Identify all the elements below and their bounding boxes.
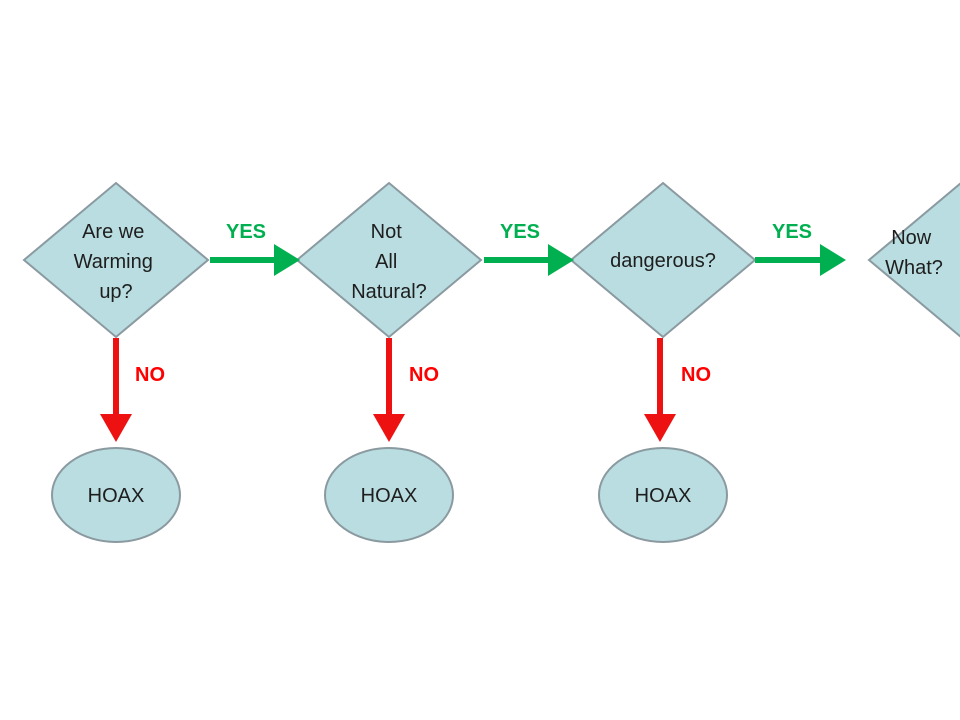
decision-text: Now What?: [885, 227, 943, 279]
decision-text: Not All Natural?: [351, 221, 427, 303]
outcome-label: HOAX: [635, 485, 692, 507]
decision-line: up?: [99, 281, 132, 303]
outcome-hoax-3: HOAX: [598, 447, 728, 543]
yes-label: YES: [226, 221, 266, 243]
outcome-hoax-2: HOAX: [324, 447, 454, 543]
decision-warming: Are we Warming up?: [22, 181, 210, 339]
outcome-label: HOAX: [361, 485, 418, 507]
decision-line: Natural?: [351, 281, 427, 303]
yes-label: YES: [500, 221, 540, 243]
no-arrow-1: [100, 338, 132, 442]
decision-diamond: [22, 181, 210, 339]
decision-line: Warming: [74, 251, 153, 273]
no-arrow-2: [373, 338, 405, 442]
decision-line: What?: [885, 257, 943, 279]
decision-natural: Not All Natural?: [295, 181, 483, 339]
no-label: NO: [409, 364, 439, 386]
decision-line: Are we: [82, 221, 144, 243]
decision-now-what: Now What?: [867, 182, 960, 338]
decision-diamond: [867, 182, 960, 338]
decision-diamond: [295, 181, 483, 339]
outcome-oval: [598, 447, 728, 543]
outcome-hoax-1: HOAX: [51, 447, 181, 543]
yes-arrow-3: [755, 244, 846, 276]
decision-diamond: [569, 181, 757, 339]
decision-text: dangerous?: [610, 250, 716, 272]
no-label: NO: [681, 364, 711, 386]
outcome-oval: [51, 447, 181, 543]
yes-label: YES: [772, 221, 812, 243]
outcome-oval: [324, 447, 454, 543]
yes-arrow-2: [484, 244, 574, 276]
no-label: NO: [135, 364, 165, 386]
decision-line: Not: [371, 221, 403, 243]
yes-arrow-1: [210, 244, 300, 276]
decision-dangerous: dangerous?: [569, 181, 757, 339]
outcome-label: HOAX: [88, 485, 145, 507]
decision-text: Are we Warming up?: [74, 221, 159, 303]
decision-line: dangerous?: [610, 250, 716, 272]
decision-line: All: [375, 251, 397, 273]
decision-line: Now: [891, 227, 932, 249]
no-arrow-3: [644, 338, 676, 442]
